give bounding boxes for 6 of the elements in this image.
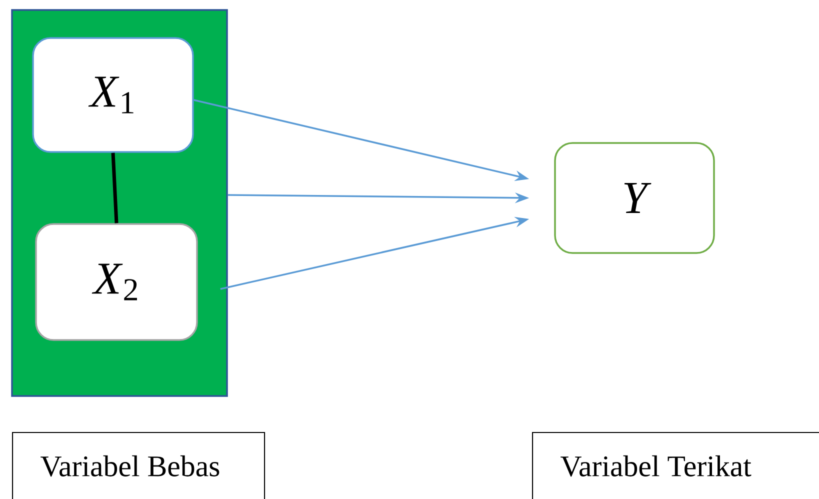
label-box: Variabel Terikat <box>532 432 819 499</box>
variable-box: X$_{1}$ <box>32 37 194 153</box>
variable-box: X$_{2}$ <box>35 223 198 341</box>
variable-box: Y <box>554 142 715 254</box>
label-box: Variabel Bebas <box>12 432 266 499</box>
connector-line <box>111 152 118 224</box>
